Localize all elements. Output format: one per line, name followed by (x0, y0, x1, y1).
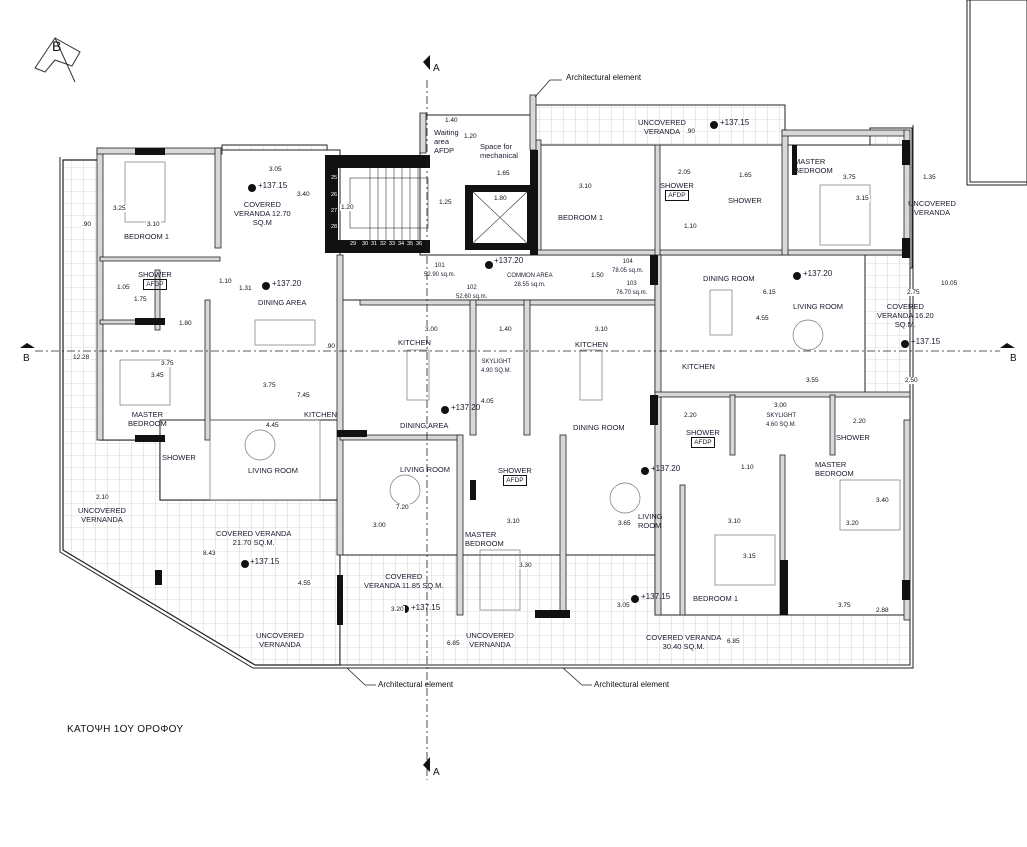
level-value: +137.20 (494, 256, 524, 265)
room-label: DINING ROOM (703, 274, 755, 283)
room-label: KITCHEN (304, 410, 337, 419)
level-value: +137.20 (803, 269, 833, 278)
level-value: +137.20 (272, 279, 302, 288)
room-label: BEDROOM 1 (558, 213, 604, 222)
level-value: +137.20 (451, 403, 481, 412)
room-label: KITCHEN (575, 340, 608, 349)
room-label: LIVING ROOM (248, 466, 299, 475)
room-label: BEDROOM 1 (693, 594, 739, 603)
level-value: +137.15 (411, 603, 441, 612)
north-label: B (52, 38, 62, 54)
room-label: SHOWER (162, 453, 196, 462)
level-value: +137.15 (911, 337, 941, 346)
level-value: +137.15 (258, 181, 288, 190)
room-label: KITCHEN (398, 338, 431, 347)
structural-columns (135, 140, 910, 625)
title-block-frame (966, 0, 1027, 186)
level-value: +137.20 (651, 464, 681, 473)
architectural-element-note: Architectural element (594, 680, 670, 689)
room-label: SHOWER (728, 196, 762, 205)
room-label: LIVING ROOM (400, 465, 451, 474)
level-value: +137.15 (250, 557, 280, 566)
level-value: +137.15 (720, 118, 750, 127)
architectural-element-note: Architectural element (566, 73, 642, 82)
room-label: DINING AREA (258, 298, 307, 307)
room-label: DINING AREA (400, 421, 449, 430)
room-label: BEDROOM 1 (124, 232, 170, 241)
architectural-element-note: Architectural element (378, 680, 454, 689)
section-marker-b: B (23, 353, 30, 364)
section-marker-a: A (433, 767, 440, 778)
room-label: SHOWER (836, 433, 870, 442)
section-marker-a: A (433, 63, 440, 74)
room-label: LIVING ROOM (793, 302, 844, 311)
north-arrow-icon (34, 37, 81, 83)
drawing-title: ΚΑΤΟΨΗ 1ΟΥ ΟΡΟΦΟΥ (67, 724, 184, 735)
room-label: KITCHEN (682, 362, 715, 371)
level-value: +137.15 (641, 592, 671, 601)
room-label: DINING ROOM (573, 423, 625, 432)
section-marker-b: B (1010, 353, 1017, 364)
level-marker-icons (241, 121, 909, 613)
